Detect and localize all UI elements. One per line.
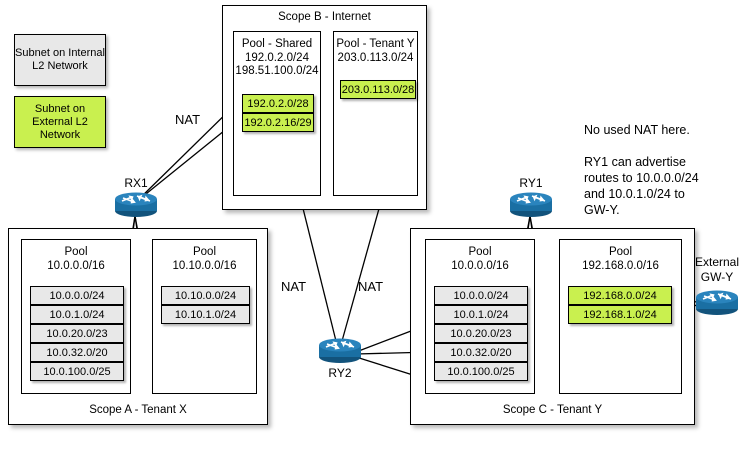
scope-a-subnet-10-0-1-0-24[interactable]: 10.0.1.0/24 — [30, 305, 124, 324]
nat-label-ry2-left: NAT — [281, 279, 307, 294]
pool-tenant-y-range-0: 203.0.113.0/24 — [337, 51, 414, 64]
legend-internal-subnet: Subnet on Internal L2 Network — [14, 34, 106, 86]
scope-a-box: Scope A - Tenant X Pool 10.0.0.0/16 10.0… — [8, 228, 268, 425]
scope-c-subnet-10-0-32-0-20[interactable]: 10.0.32.0/20 — [434, 343, 528, 362]
scope-c-pool-1: Pool 10.0.0.0/16 10.0.0.0/24 10.0.1.0/24… — [425, 239, 535, 394]
router-ry2-icon[interactable] — [317, 338, 363, 364]
pool-tenant-y-name: Pool - Tenant Y — [336, 38, 415, 50]
legend-internal-label: Subnet on Internal L2 Network — [15, 47, 105, 72]
scope-a-pool-2-name: Pool — [192, 246, 217, 258]
scope-a-title: Scope A - Tenant X — [89, 404, 187, 416]
scope-c-subnet-10-0-20-0-23[interactable]: 10.0.20.0/23 — [434, 324, 528, 343]
scope-b-title: Scope B - Internet — [278, 11, 371, 23]
scope-a-subnet-10-10-1-0-24[interactable]: 10.10.1.0/24 — [161, 305, 250, 324]
router-ry1-icon[interactable] — [508, 192, 554, 218]
scope-c-pool-2-name: Pool — [608, 246, 633, 258]
router-gwy-label: External GW-Y — [694, 255, 740, 284]
router-rx1-label: RX1 — [124, 176, 148, 190]
router-ry1-label: RY1 — [519, 176, 543, 190]
scope-a-pool-1-name: Pool — [64, 246, 88, 258]
scope-c-pool-2-range: 192.168.0.0/16 — [582, 259, 659, 272]
scope-a-subnet-10-0-0-0-24[interactable]: 10.0.0.0/24 — [30, 286, 124, 305]
pool-shared-name: Pool - Shared — [241, 38, 313, 50]
scope-c-subnet-192-168-1-0-24[interactable]: 192.168.1.0/24 — [568, 305, 672, 324]
scope-c-title: Scope C - Tenant Y — [502, 404, 603, 416]
scope-a-subnet-10-0-32-0-20[interactable]: 10.0.32.0/20 — [30, 343, 124, 362]
subnet-192-0-2-0-28[interactable]: 192.0.2.0/28 — [242, 94, 314, 113]
nat-label-rx1: NAT — [175, 112, 201, 127]
scope-a-pool-2: Pool 10.10.0.0/16 10.10.0.0/24 10.10.1.0… — [152, 239, 257, 394]
router-ry2-label: RY2 — [328, 366, 352, 380]
scope-b-pool-shared: Pool - Shared 192.0.2.0/24 198.51.100.0/… — [233, 31, 321, 196]
scope-c-pool-1-range: 10.0.0.0/16 — [451, 259, 509, 272]
scope-c-box: Scope C - Tenant Y Pool 10.0.0.0/16 10.0… — [410, 228, 695, 425]
legend-external-label: Subnet on External L2 Network — [32, 102, 88, 141]
subnet-192-0-2-16-29[interactable]: 192.0.2.16/29 — [242, 113, 314, 132]
scope-c-subnet-192-168-0-0-24[interactable]: 192.168.0.0/24 — [568, 286, 672, 305]
nat-label-ry2-right: NAT — [358, 279, 384, 294]
scope-a-pool-2-range: 10.10.0.0/16 — [172, 259, 237, 272]
scope-a-pool-1-range: 10.0.0.0/16 — [47, 259, 105, 272]
router-gwy-icon[interactable] — [694, 290, 740, 316]
scope-b-box: Scope B - Internet Pool - Shared 192.0.2… — [222, 5, 427, 210]
pool-shared-range-0: 192.0.2.0/24 — [245, 51, 309, 64]
annotation-note: No used NAT here. RY1 can advertise rout… — [584, 123, 699, 217]
scope-c-pool-2: Pool 192.168.0.0/16 192.168.0.0/24 192.1… — [559, 239, 682, 394]
scope-a-subnet-10-10-0-0-24[interactable]: 10.10.0.0/24 — [161, 286, 250, 305]
scope-c-subnet-10-0-100-0-25[interactable]: 10.0.100.0/25 — [434, 362, 528, 381]
scope-c-pool-1-name: Pool — [468, 246, 492, 258]
subnet-203-0-113-0-28[interactable]: 203.0.113.0/28 — [340, 80, 416, 99]
scope-a-subnet-10-0-100-0-25[interactable]: 10.0.100.0/25 — [30, 362, 124, 381]
legend-external-subnet: Subnet on External L2 Network — [14, 96, 106, 148]
router-rx1-icon[interactable] — [113, 192, 159, 218]
scope-c-subnet-10-0-0-0-24[interactable]: 10.0.0.0/24 — [434, 286, 528, 305]
scope-c-subnet-10-0-1-0-24[interactable]: 10.0.1.0/24 — [434, 305, 528, 324]
scope-a-subnet-10-0-20-0-23[interactable]: 10.0.20.0/23 — [30, 324, 124, 343]
scope-a-pool-1: Pool 10.0.0.0/16 10.0.0.0/24 10.0.1.0/24… — [21, 239, 131, 394]
pool-shared-range-1: 198.51.100.0/24 — [235, 65, 319, 77]
scope-b-pool-tenant-y: Pool - Tenant Y 203.0.113.0/24 203.0.113… — [333, 31, 418, 196]
